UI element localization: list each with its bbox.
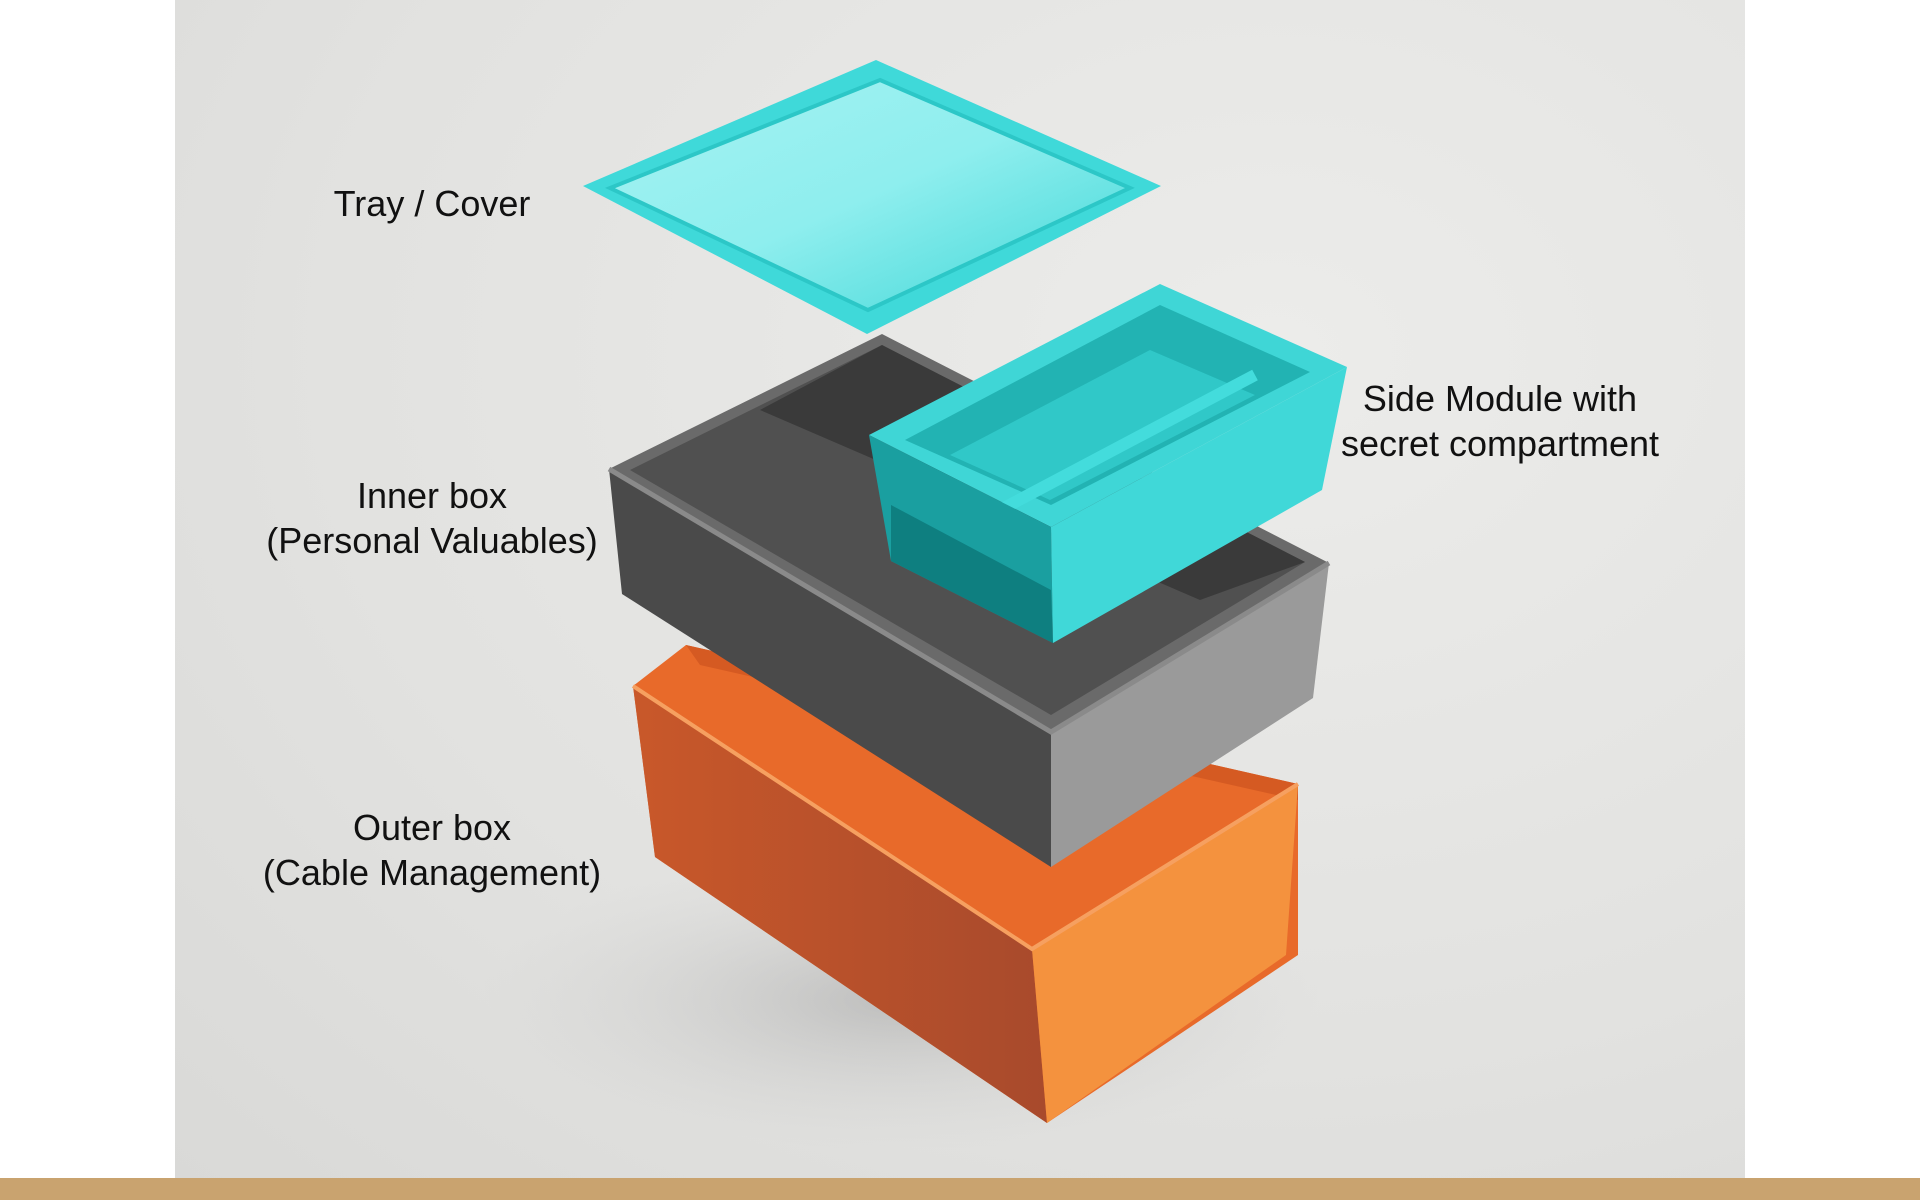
side-module-label-line2: secret compartment: [1340, 423, 1660, 464]
tray-cover-label: Tray / Cover: [333, 183, 531, 224]
side-module: [869, 284, 1347, 643]
tray-cover: [583, 60, 1161, 334]
outer-box-label-line2: (Cable Management): [262, 852, 602, 893]
outer-box-label: Outer box (Cable Management): [263, 805, 601, 895]
side-module-label: Side Module with secret compartment: [1341, 376, 1659, 466]
inner-box-label-line1: Inner box: [356, 475, 508, 516]
inner-box-label-line2: (Personal Valuables): [266, 520, 598, 561]
side-module-label-line1: Side Module with: [1362, 378, 1638, 419]
footer-bar: [0, 1178, 1920, 1200]
inner-box-label: Inner box (Personal Valuables): [266, 473, 598, 563]
outer-box-label-line1: Outer box: [352, 807, 512, 848]
